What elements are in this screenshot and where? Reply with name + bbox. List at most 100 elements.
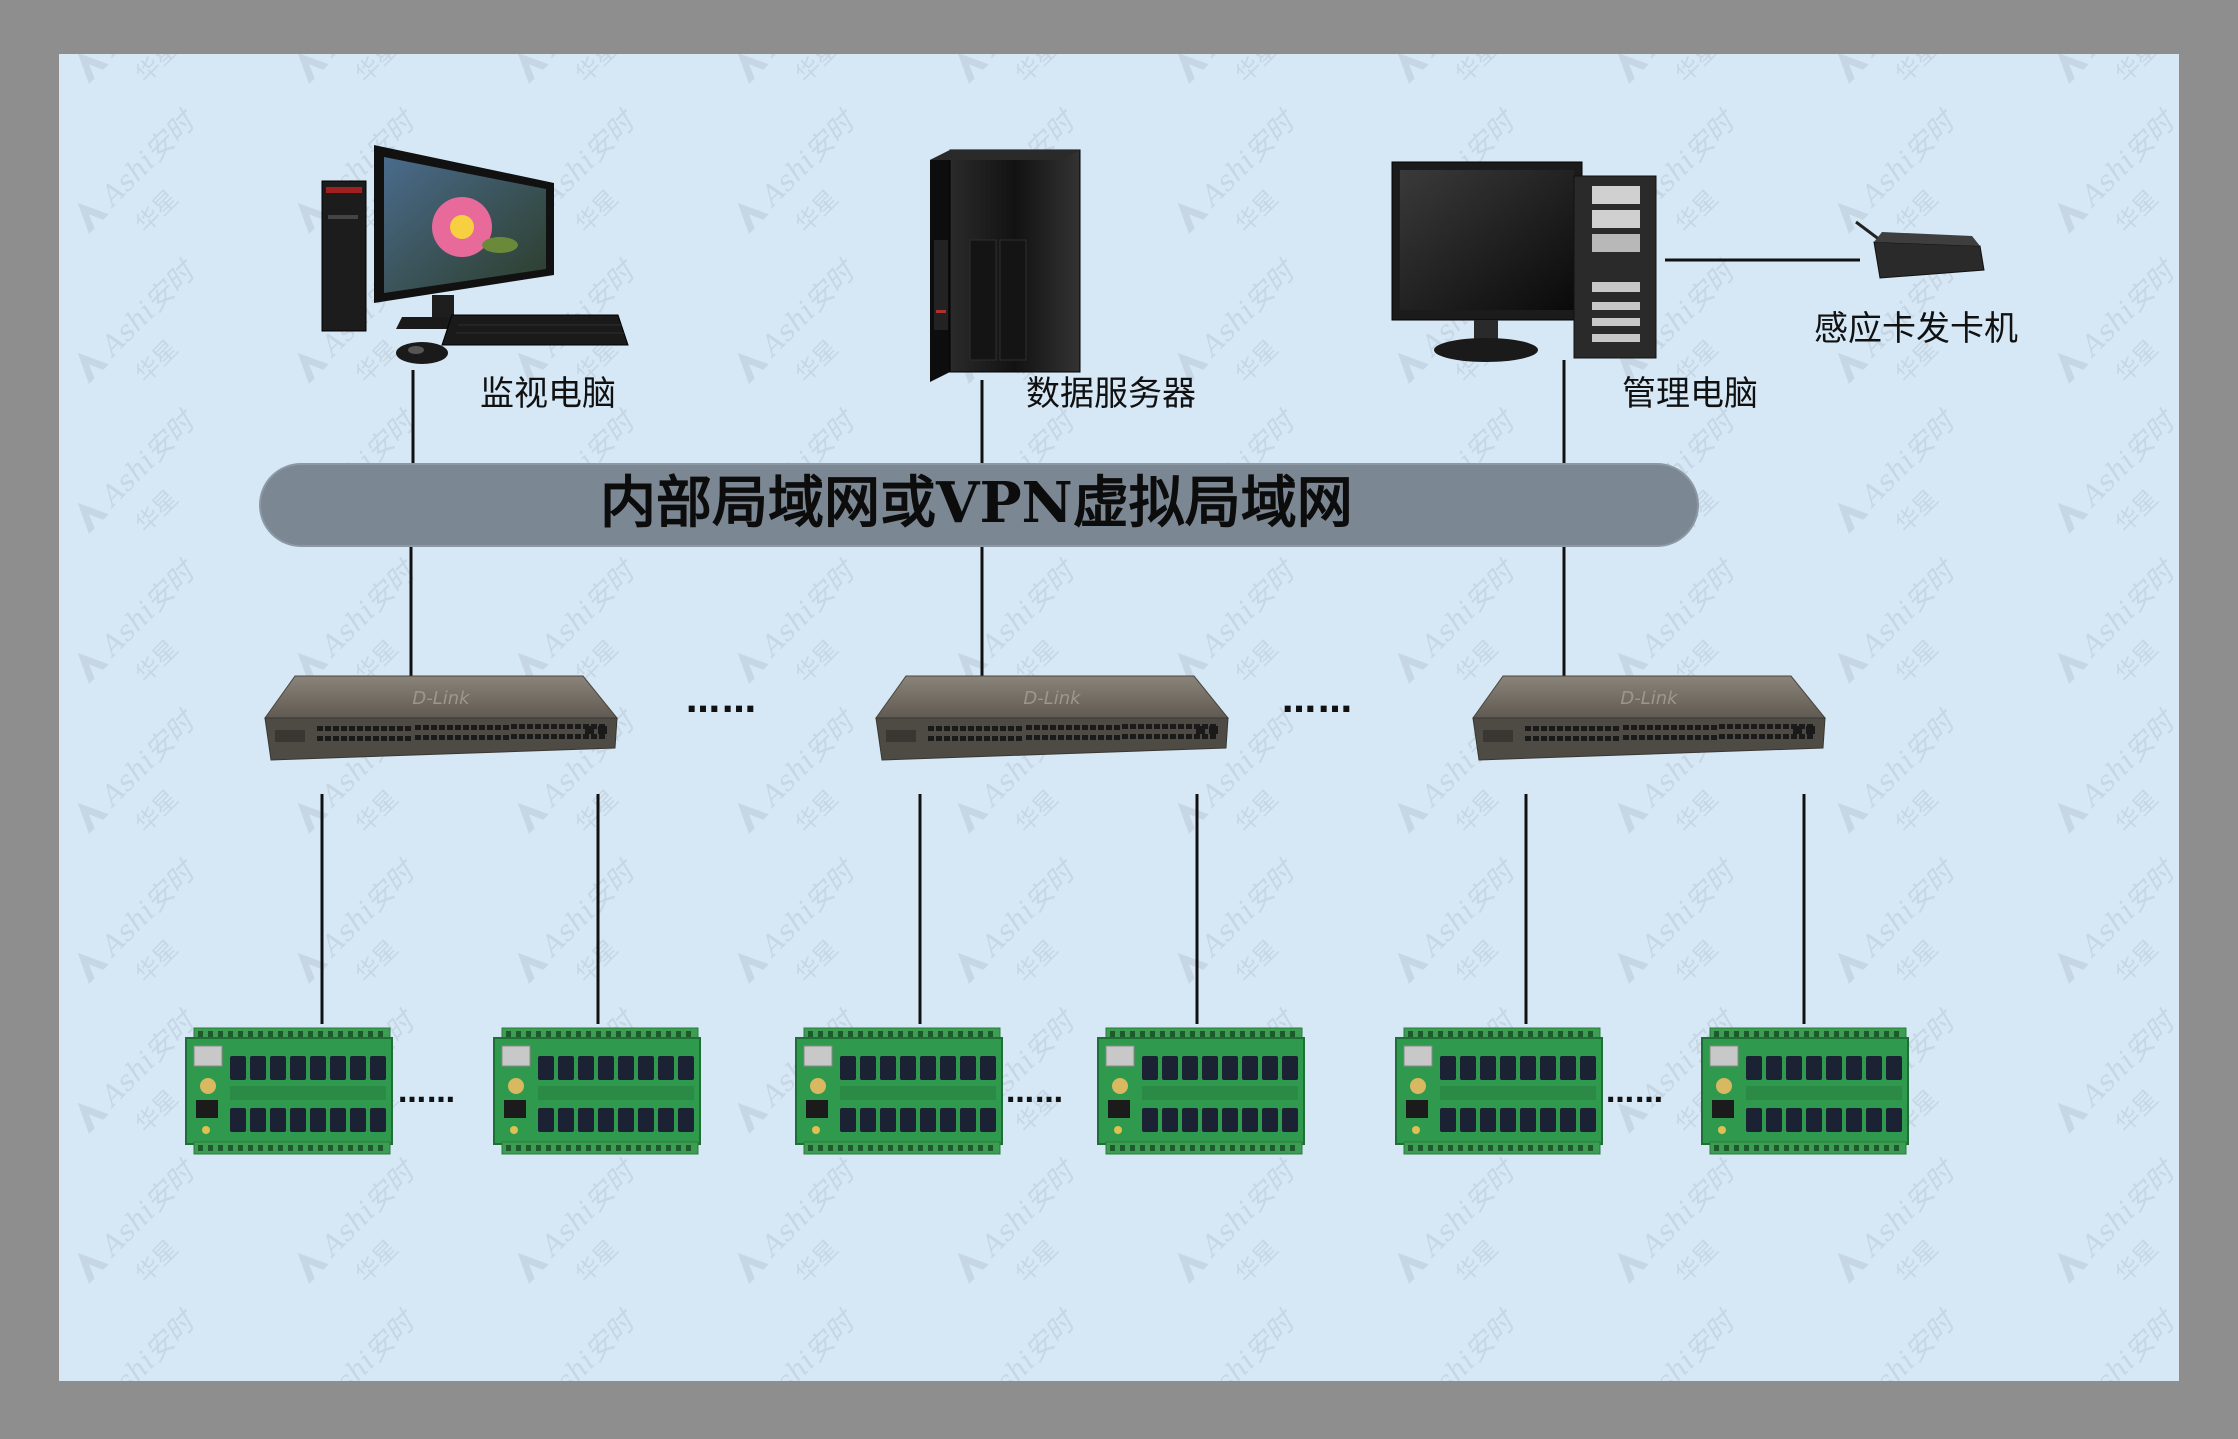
svg-text:Ashi安时: Ashi安时 bbox=[93, 253, 204, 364]
svg-text:华星: 华星 bbox=[130, 1235, 184, 1289]
svg-text:华星: 华星 bbox=[1230, 1385, 1284, 1439]
svg-text:华星: 华星 bbox=[2110, 935, 2164, 989]
svg-text:华星: 华星 bbox=[790, 1235, 844, 1289]
svg-text:Ashi安时: Ashi安时 bbox=[533, 1303, 644, 1414]
data-server-icon bbox=[930, 149, 1081, 382]
svg-text:Ashi安时: Ashi安时 bbox=[2073, 553, 2184, 664]
network-bus-label: 内部局域网或VPN虚拟局域网 bbox=[600, 470, 1353, 536]
svg-text:华星: 华星 bbox=[570, 185, 624, 239]
svg-text:Ashi安时: Ashi安时 bbox=[1193, 1153, 1304, 1264]
svg-text:Ashi安时: Ashi安时 bbox=[753, 1153, 864, 1264]
svg-text:Ashi安时: Ashi安时 bbox=[753, 1303, 864, 1414]
svg-text:Ashi安时: Ashi安时 bbox=[1853, 403, 1964, 514]
svg-text:华星: 华星 bbox=[570, 1235, 624, 1289]
controller-board-icon-4 bbox=[1098, 1028, 1304, 1154]
svg-text:华星: 华星 bbox=[1450, 635, 1504, 689]
svg-text:Ashi安时: Ashi安时 bbox=[973, 1153, 1084, 1264]
svg-text:华星: 华星 bbox=[1230, 785, 1284, 839]
svg-text:华星: 华星 bbox=[130, 1385, 184, 1439]
svg-text:Ashi安时: Ashi安时 bbox=[313, 553, 424, 664]
management-pc-icon bbox=[1391, 161, 1657, 362]
svg-text:Ashi安时: Ashi安时 bbox=[1853, 703, 1964, 814]
svg-text:华星: 华星 bbox=[1890, 485, 1944, 539]
svg-text:华星: 华星 bbox=[1230, 185, 1284, 239]
svg-text:华星: 华星 bbox=[1890, 785, 1944, 839]
svg-text:Ashi安时: Ashi安时 bbox=[533, 553, 644, 664]
svg-text:华星: 华星 bbox=[130, 485, 184, 539]
svg-text:Ashi安时: Ashi安时 bbox=[1413, 1303, 1524, 1414]
svg-text:华星: 华星 bbox=[2110, 335, 2164, 389]
svg-text:Ashi安时: Ashi安时 bbox=[753, 103, 864, 214]
svg-text:Ashi安时: Ashi安时 bbox=[2073, 403, 2184, 514]
svg-text:Ashi安时: Ashi安时 bbox=[313, 853, 424, 964]
svg-text:Ashi安时: Ashi安时 bbox=[1853, 853, 1964, 964]
svg-text:华星: 华星 bbox=[1890, 185, 1944, 239]
controller-board-icon-6 bbox=[1702, 1028, 1908, 1154]
svg-text:华星: 华星 bbox=[350, 335, 404, 389]
svg-text:Ashi安时: Ashi安时 bbox=[1193, 253, 1304, 364]
svg-text:华星: 华星 bbox=[350, 935, 404, 989]
svg-text:Ashi安时: Ashi安时 bbox=[93, 853, 204, 964]
svg-text:华星: 华星 bbox=[790, 335, 844, 389]
svg-text:华星: 华星 bbox=[2110, 485, 2164, 539]
svg-text:Ashi安时: Ashi安时 bbox=[1193, 853, 1304, 964]
svg-text:华星: 华星 bbox=[570, 35, 624, 89]
svg-text:华星: 华星 bbox=[1670, 1385, 1724, 1439]
svg-text:华星: 华星 bbox=[1010, 1385, 1064, 1439]
svg-text:Ashi安时: Ashi安时 bbox=[1413, 1153, 1524, 1264]
svg-text:华星: 华星 bbox=[1010, 935, 1064, 989]
svg-text:华星: 华星 bbox=[130, 935, 184, 989]
svg-text:华星: 华星 bbox=[790, 35, 844, 89]
svg-text:华星: 华星 bbox=[1450, 785, 1504, 839]
svg-text:Ashi安时: Ashi安时 bbox=[1193, 103, 1304, 214]
svg-text:Ashi安时: Ashi安时 bbox=[1633, 853, 1744, 964]
board-ellipsis-1: …… bbox=[398, 1076, 456, 1109]
svg-text:华星: 华星 bbox=[790, 935, 844, 989]
svg-text:华星: 华星 bbox=[350, 1385, 404, 1439]
svg-text:华星: 华星 bbox=[1890, 935, 1944, 989]
svg-text:Ashi安时: Ashi安时 bbox=[973, 553, 1084, 664]
svg-text:Ashi安时: Ashi安时 bbox=[1193, 553, 1304, 664]
network-switch-icon-3 bbox=[1473, 676, 1825, 760]
svg-text:华星: 华星 bbox=[350, 35, 404, 89]
switch-ellipsis-2: …… bbox=[1282, 681, 1354, 721]
svg-text:华星: 华星 bbox=[2110, 35, 2164, 89]
svg-text:Ashi安时: Ashi安时 bbox=[93, 1303, 204, 1414]
svg-text:华星: 华星 bbox=[1010, 35, 1064, 89]
svg-text:Ashi安时: Ashi安时 bbox=[753, 703, 864, 814]
board-ellipsis-3: …… bbox=[1606, 1076, 1664, 1109]
svg-text:华星: 华星 bbox=[1230, 35, 1284, 89]
svg-text:Ashi安时: Ashi安时 bbox=[93, 403, 204, 514]
svg-text:Ashi安时: Ashi安时 bbox=[753, 253, 864, 364]
svg-text:Ashi安时: Ashi安时 bbox=[1633, 1153, 1744, 1264]
svg-text:华星: 华星 bbox=[2110, 1385, 2164, 1439]
data-server-label: 数据服务器 bbox=[1026, 374, 1196, 414]
svg-text:华星: 华星 bbox=[1670, 185, 1724, 239]
